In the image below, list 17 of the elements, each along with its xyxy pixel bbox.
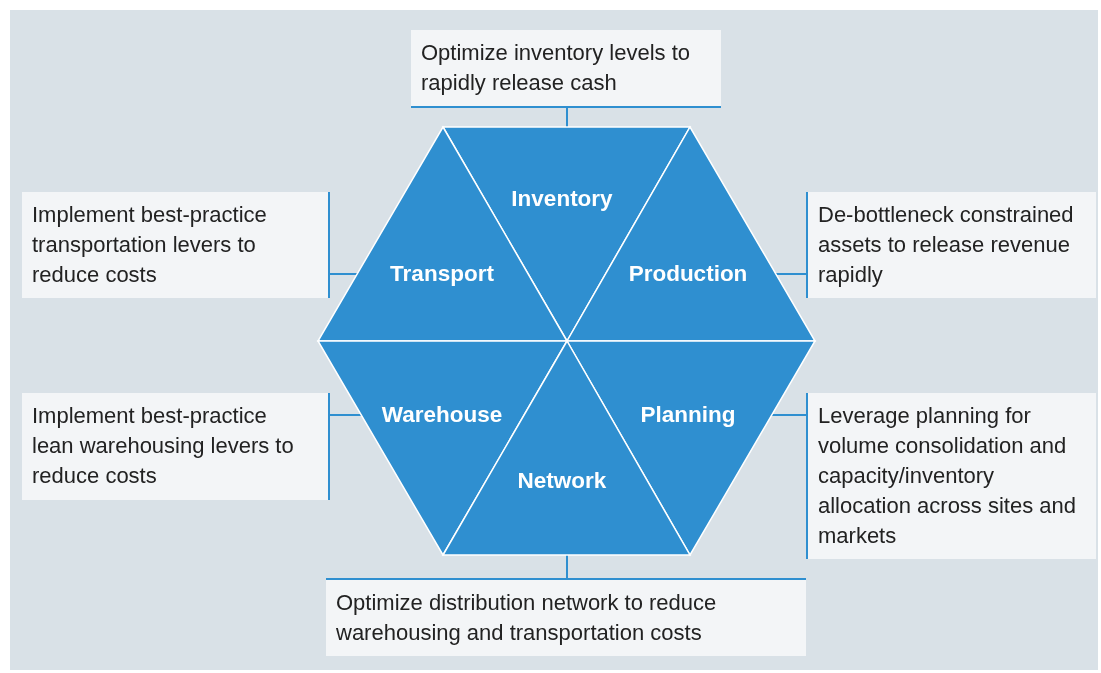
leader-line xyxy=(770,414,807,416)
callout-text: Optimize inventory levels to rapidly release cash xyxy=(411,30,721,108)
leader-line xyxy=(774,273,807,275)
callout-text: Optimize distribution network to reduce warehousing and transportation costs xyxy=(326,578,806,656)
leader-line xyxy=(329,273,359,275)
leader-line xyxy=(329,414,363,416)
segment-label: Planning xyxy=(640,402,736,428)
callout-text: De-bottleneck constrained assets to release revenue rapidly xyxy=(806,192,1096,298)
segment-label: Warehouse xyxy=(381,402,503,428)
segment-label: Transport xyxy=(390,261,494,287)
segment-label: Inventory xyxy=(511,186,613,212)
callout-text: Leverage planning for volume consolidation and capacity/inventory allocation across sites and markets xyxy=(806,393,1096,559)
callout-text: Implement best-practice transportation levers to reduce costs xyxy=(22,192,330,298)
callout-text: Implement best-practice lean warehousing levers to reduce costs xyxy=(22,393,330,500)
leader-line xyxy=(566,554,568,579)
segment-label: Network xyxy=(517,468,607,494)
segment-label: Production xyxy=(628,261,748,287)
